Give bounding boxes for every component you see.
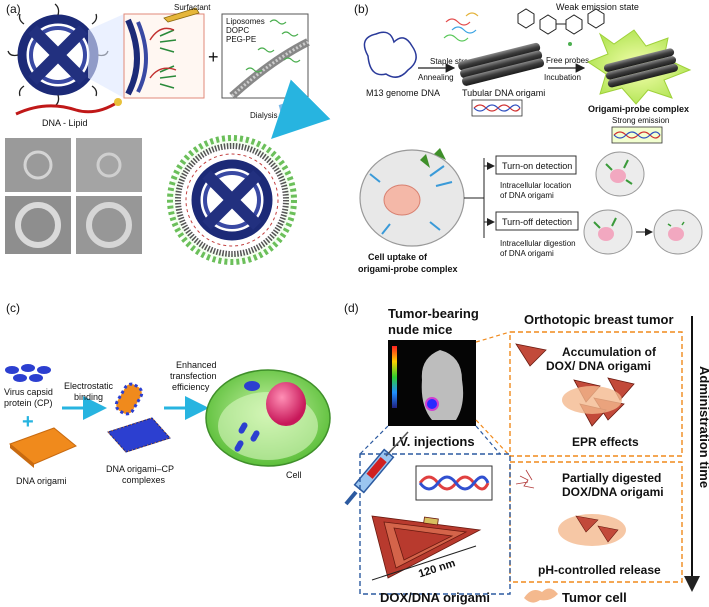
capsid-label: Virus capsid protein (CP)	[4, 387, 55, 408]
panel-b-label: (b)	[354, 2, 369, 16]
origami-box	[359, 453, 511, 595]
panel-c-label: (c)	[6, 301, 20, 315]
complex-label: Origami-probe complex	[588, 104, 689, 114]
m13-dna-icon	[363, 31, 417, 78]
helix-box-glow	[611, 126, 663, 144]
dox-origami-triangle	[371, 515, 482, 579]
incubation-label: Incubation	[544, 73, 581, 82]
tubular-label: Tubular DNA origami	[462, 88, 545, 98]
intracellular-digestion-label: Intracellular digestion of DNA origami	[500, 239, 578, 258]
annealing-label: Annealing	[418, 73, 454, 82]
syringe-icon	[344, 431, 409, 506]
dna-origami-cross	[7, 3, 109, 107]
m13-label: M13 genome DNA	[366, 88, 440, 98]
admin-time-label: Administration time	[697, 366, 709, 488]
probe-molecule-icon	[517, 8, 605, 35]
tem-images	[5, 138, 142, 254]
digested-fragments	[515, 469, 535, 489]
panel-a-label: (a)	[6, 2, 21, 16]
cell-label-c: Cell	[286, 470, 302, 480]
helix-box	[471, 99, 523, 117]
turn-on-label: Turn-on detection	[502, 161, 572, 171]
capsid-protein-icons	[5, 364, 51, 382]
tumor-mice-label: Tumor-bearing nude mice	[388, 306, 482, 337]
panel-c: (c) Virus capsid protein (CP) + DNA orig…	[4, 301, 331, 486]
staple-label: Staple strands	[430, 57, 481, 66]
liposomes-text: Liposomes DOPC PEG-PE	[226, 17, 267, 44]
free-probes-label: Free probes	[546, 56, 589, 65]
small-cells	[583, 151, 703, 255]
strong-emission-label: Strong emission	[612, 116, 669, 125]
origami-probe-complex	[603, 48, 678, 88]
tumor-box-top	[509, 331, 683, 457]
ph-label: pH-controlled release	[538, 563, 661, 577]
dna-origami-sheet	[9, 427, 77, 465]
encapsulated-liposome	[167, 135, 297, 265]
dna-lipid-strand	[15, 100, 119, 116]
complexes-label: DNA origami–CP complexes	[106, 464, 176, 485]
uptake-label: Cell uptake of origami-probe complex	[358, 252, 458, 274]
iv-label: I.V. injections	[392, 434, 475, 449]
electrostatic-label: Electrostatic binding	[64, 381, 116, 402]
heat-scale	[392, 346, 397, 408]
partial-label: Partially digested DOX/DNA origami	[562, 471, 665, 499]
surfactant-label: Surfactant	[174, 3, 211, 12]
panel-d-label: (d)	[344, 301, 359, 315]
plus-sign-c: +	[22, 411, 34, 433]
plus-sign: +	[208, 47, 219, 67]
dialysis-arrow	[271, 79, 331, 139]
dialysis-label: Dialysis	[250, 111, 278, 120]
cell-uptake-illustration	[359, 148, 465, 247]
intracellular-location-label: Intracellular location of DNA origami	[500, 181, 573, 200]
epr-label: EPR effects	[572, 435, 639, 449]
panel-a: (a) Surfactant DNA - Lipid	[5, 2, 331, 265]
tubular-origami	[458, 42, 545, 86]
turn-off-box	[495, 211, 579, 231]
tumor-cell-label: Tumor cell	[562, 590, 627, 605]
origami-label-c: DNA origami	[16, 476, 67, 486]
accumulation-label: Accumulation of DOX/ DNA origami	[546, 345, 659, 373]
nm-label: 120 nm	[417, 557, 457, 580]
dna-helix-box	[415, 465, 493, 501]
panel-b: (b) M13 genome DNA Staple strands Anneal…	[354, 2, 703, 274]
origami-cp-complexes	[107, 382, 171, 453]
dox-label: DOX/DNA origami	[380, 590, 490, 605]
panel-d: (d) Tumor-bearing nude mice I.V. injecti…	[344, 301, 709, 605]
cell-illustration-c	[205, 369, 331, 467]
tumor-signal	[425, 397, 439, 411]
dna-lipid-label: DNA - Lipid	[42, 118, 88, 128]
turn-off-label: Turn-off detection	[502, 217, 572, 227]
pipette-icon	[163, 7, 200, 23]
turn-on-box	[495, 155, 577, 175]
staple-strands-icon	[443, 12, 479, 42]
tumor-cell-icon	[524, 588, 558, 603]
enhanced-label: Enhanced transfection efficiency	[170, 360, 219, 392]
weak-emission-label: Weak emission state	[556, 2, 639, 12]
orthotopic-label: Orthotopic breast tumor	[524, 312, 674, 327]
lipid-head-icon	[114, 98, 122, 106]
